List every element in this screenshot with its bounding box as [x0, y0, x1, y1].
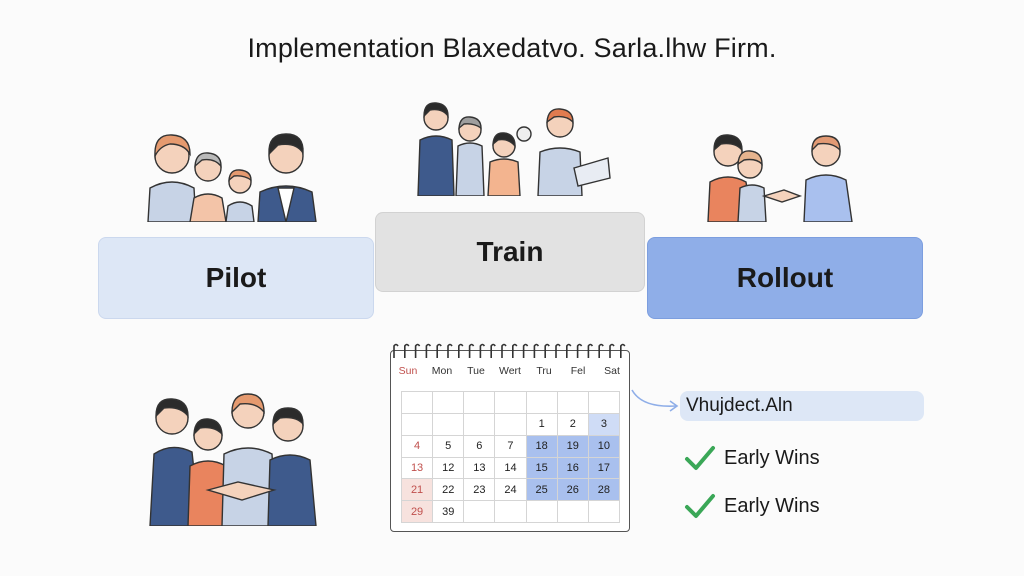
stage-pilot: Pilot — [98, 237, 374, 319]
calendar-day-cell — [402, 413, 434, 436]
binding-ring — [479, 343, 486, 358]
arrow-icon — [631, 389, 679, 412]
binding-ring — [576, 343, 583, 358]
checklist-item: Early Wins — [684, 444, 820, 472]
binding-ring — [598, 343, 604, 358]
calendar-day-cell: 13 — [464, 457, 496, 480]
binding-ring — [620, 343, 626, 358]
weekday-label: Tue — [467, 365, 485, 377]
checklist-item: Early Wins — [684, 492, 820, 520]
calendar-day-cell: 16 — [557, 457, 589, 480]
binding-ring — [501, 343, 507, 358]
binding-ring — [522, 343, 529, 358]
binding-ring — [609, 343, 615, 358]
calendar-day-cell: 23 — [464, 479, 496, 502]
checkmark-icon — [685, 446, 715, 470]
stage-train-label: Train — [476, 236, 544, 267]
weekday-label: Sat — [604, 365, 620, 377]
calendar-day-cell — [526, 392, 558, 414]
train-group-illustration — [414, 98, 614, 196]
calendar-day-cell: 26 — [557, 479, 589, 502]
calendar-day-cell — [588, 392, 620, 414]
binding-ring — [555, 343, 561, 358]
weekday-label: Tru — [536, 365, 552, 377]
callout-text: Vhujdect.Aln — [686, 395, 793, 416]
calendar-binding-rings — [393, 343, 626, 358]
calendar-day-cell — [526, 501, 558, 523]
stage-pilot-label: Pilot — [205, 262, 267, 293]
calendar-day-cell — [464, 413, 496, 436]
binding-ring — [490, 343, 496, 358]
calendar-day-cell: 22 — [433, 479, 465, 502]
binding-ring — [544, 343, 550, 358]
calendar-day-cell: 28 — [588, 479, 620, 502]
binding-ring — [404, 343, 410, 358]
calendar-day-cell — [433, 413, 465, 436]
page-title: Implementation Blaxedatvo. Sarla.lhw Fir… — [247, 33, 777, 63]
checklist-item-label: Early Wins — [724, 446, 820, 469]
calendar-day-cell — [588, 501, 620, 523]
binding-ring — [468, 343, 475, 358]
binding-ring — [566, 343, 572, 358]
calendar-day-cell: 15 — [526, 457, 558, 480]
calendar-day-cell: 6 — [464, 435, 496, 458]
calendar-day-cell — [464, 392, 496, 414]
calendar-day-cell — [402, 392, 434, 414]
calendar-day-cell: 7 — [495, 435, 527, 458]
calendar-weekday-header: Sun Mon Tue Wert Tru Fel Sat — [391, 365, 629, 385]
calendar-day-cell: 17 — [588, 457, 620, 480]
binding-ring — [393, 343, 399, 358]
calendar-day-cell: 5 — [433, 435, 465, 458]
checklist-item-label: Early Wins — [724, 494, 820, 517]
calendar-day-cell: 19 — [557, 435, 589, 458]
calendar-day-cell: 39 — [433, 501, 465, 523]
calendar-day-cell: 29 — [402, 501, 434, 523]
team-hands-together-illustration — [148, 390, 320, 526]
calendar-day-cell — [495, 501, 527, 523]
rollout-handshake-illustration — [704, 130, 860, 222]
calendar-day-cell — [495, 413, 527, 436]
calendar-day-cell: 21 — [402, 479, 434, 502]
checkmark-icon — [685, 494, 715, 518]
weekday-label: Fel — [570, 365, 586, 377]
binding-ring — [436, 343, 442, 358]
weekday-label: Wert — [499, 365, 521, 377]
calendar-day-cell — [557, 392, 589, 414]
binding-ring — [458, 343, 464, 358]
stage-rollout: Rollout — [647, 237, 923, 319]
binding-ring — [587, 343, 594, 358]
stage-train: Train — [375, 212, 645, 292]
calendar-day-cell: 14 — [495, 457, 527, 480]
binding-ring — [447, 343, 453, 358]
calendar-day-cell: 2 — [557, 413, 589, 436]
calendar-day-cell: 12 — [433, 457, 465, 480]
calendar-day-cell: 10 — [588, 435, 620, 458]
weekday-label: Mon — [431, 365, 453, 377]
calendar-day-cell: 13 — [402, 457, 434, 480]
calendar-day-cell: 25 — [526, 479, 558, 502]
calendar-day-cell: 18 — [526, 435, 558, 458]
binding-ring — [414, 343, 421, 358]
callout-label: Vhujdect.Aln — [680, 391, 924, 421]
calendar-day-cell — [495, 392, 527, 414]
calendar-day-cell — [557, 501, 589, 523]
calendar-day-cell: 1 — [526, 413, 558, 436]
binding-ring — [512, 343, 518, 358]
calendar-day-cell: 4 — [402, 435, 434, 458]
binding-ring — [425, 343, 432, 358]
calendar-day-cell — [433, 392, 465, 414]
weekday-label: Sun — [398, 365, 418, 377]
stage-rollout-label: Rollout — [736, 262, 834, 293]
calendar-day-cell — [464, 501, 496, 523]
pilot-team-illustration — [140, 126, 326, 222]
calendar-day-cell: 24 — [495, 479, 527, 502]
calendar-day-cell: 3 — [588, 413, 620, 436]
binding-ring — [533, 343, 540, 358]
